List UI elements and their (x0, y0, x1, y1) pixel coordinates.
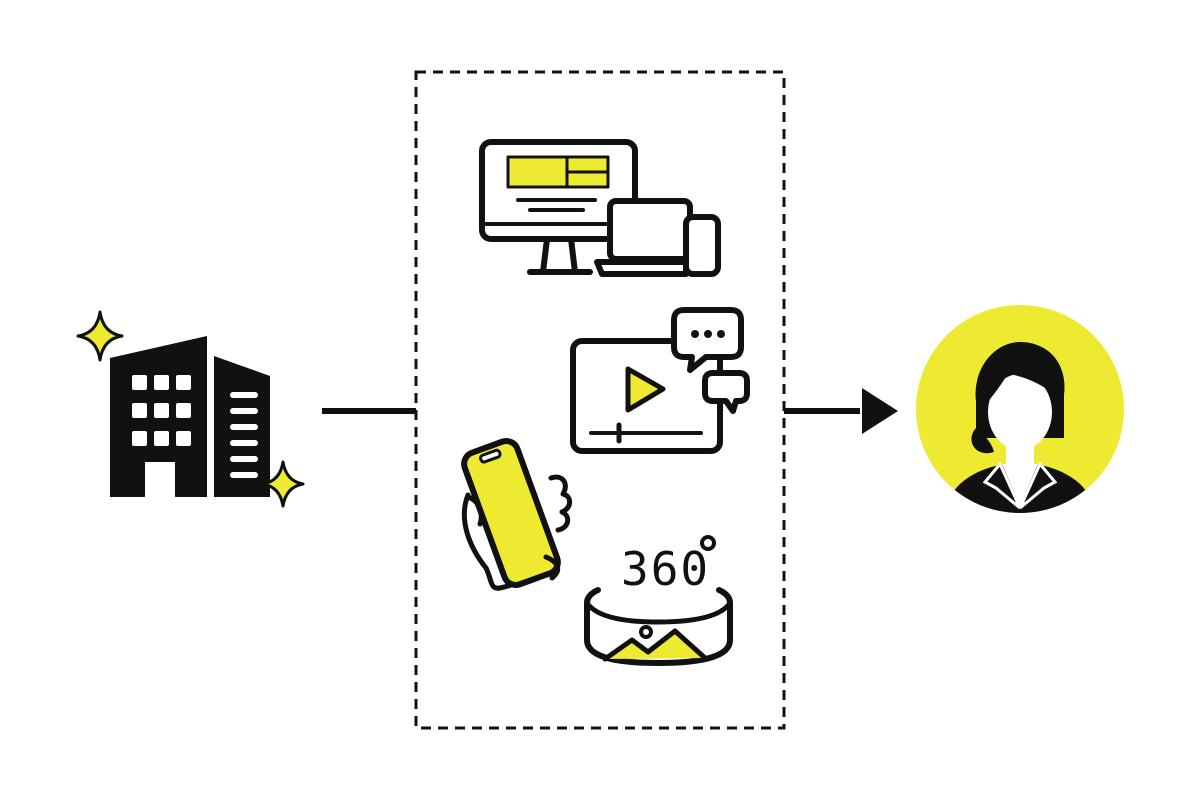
multi-device-icon (479, 139, 721, 277)
smartphone-in-hand-icon (461, 438, 573, 591)
person-avatar-icon (916, 305, 1124, 513)
chat-bubble-icon (702, 370, 750, 414)
channel-group-frame (414, 70, 786, 730)
sparkle-icon (261, 460, 305, 508)
chat-bubble-icon (671, 307, 744, 373)
panorama-360-icon: 360 (584, 535, 733, 666)
connector-arrow (784, 388, 898, 434)
degree-symbol (700, 535, 716, 551)
panorama-360-label: 360 (621, 542, 710, 596)
sparkle-icon (76, 310, 124, 362)
office-building-icon (110, 336, 270, 497)
